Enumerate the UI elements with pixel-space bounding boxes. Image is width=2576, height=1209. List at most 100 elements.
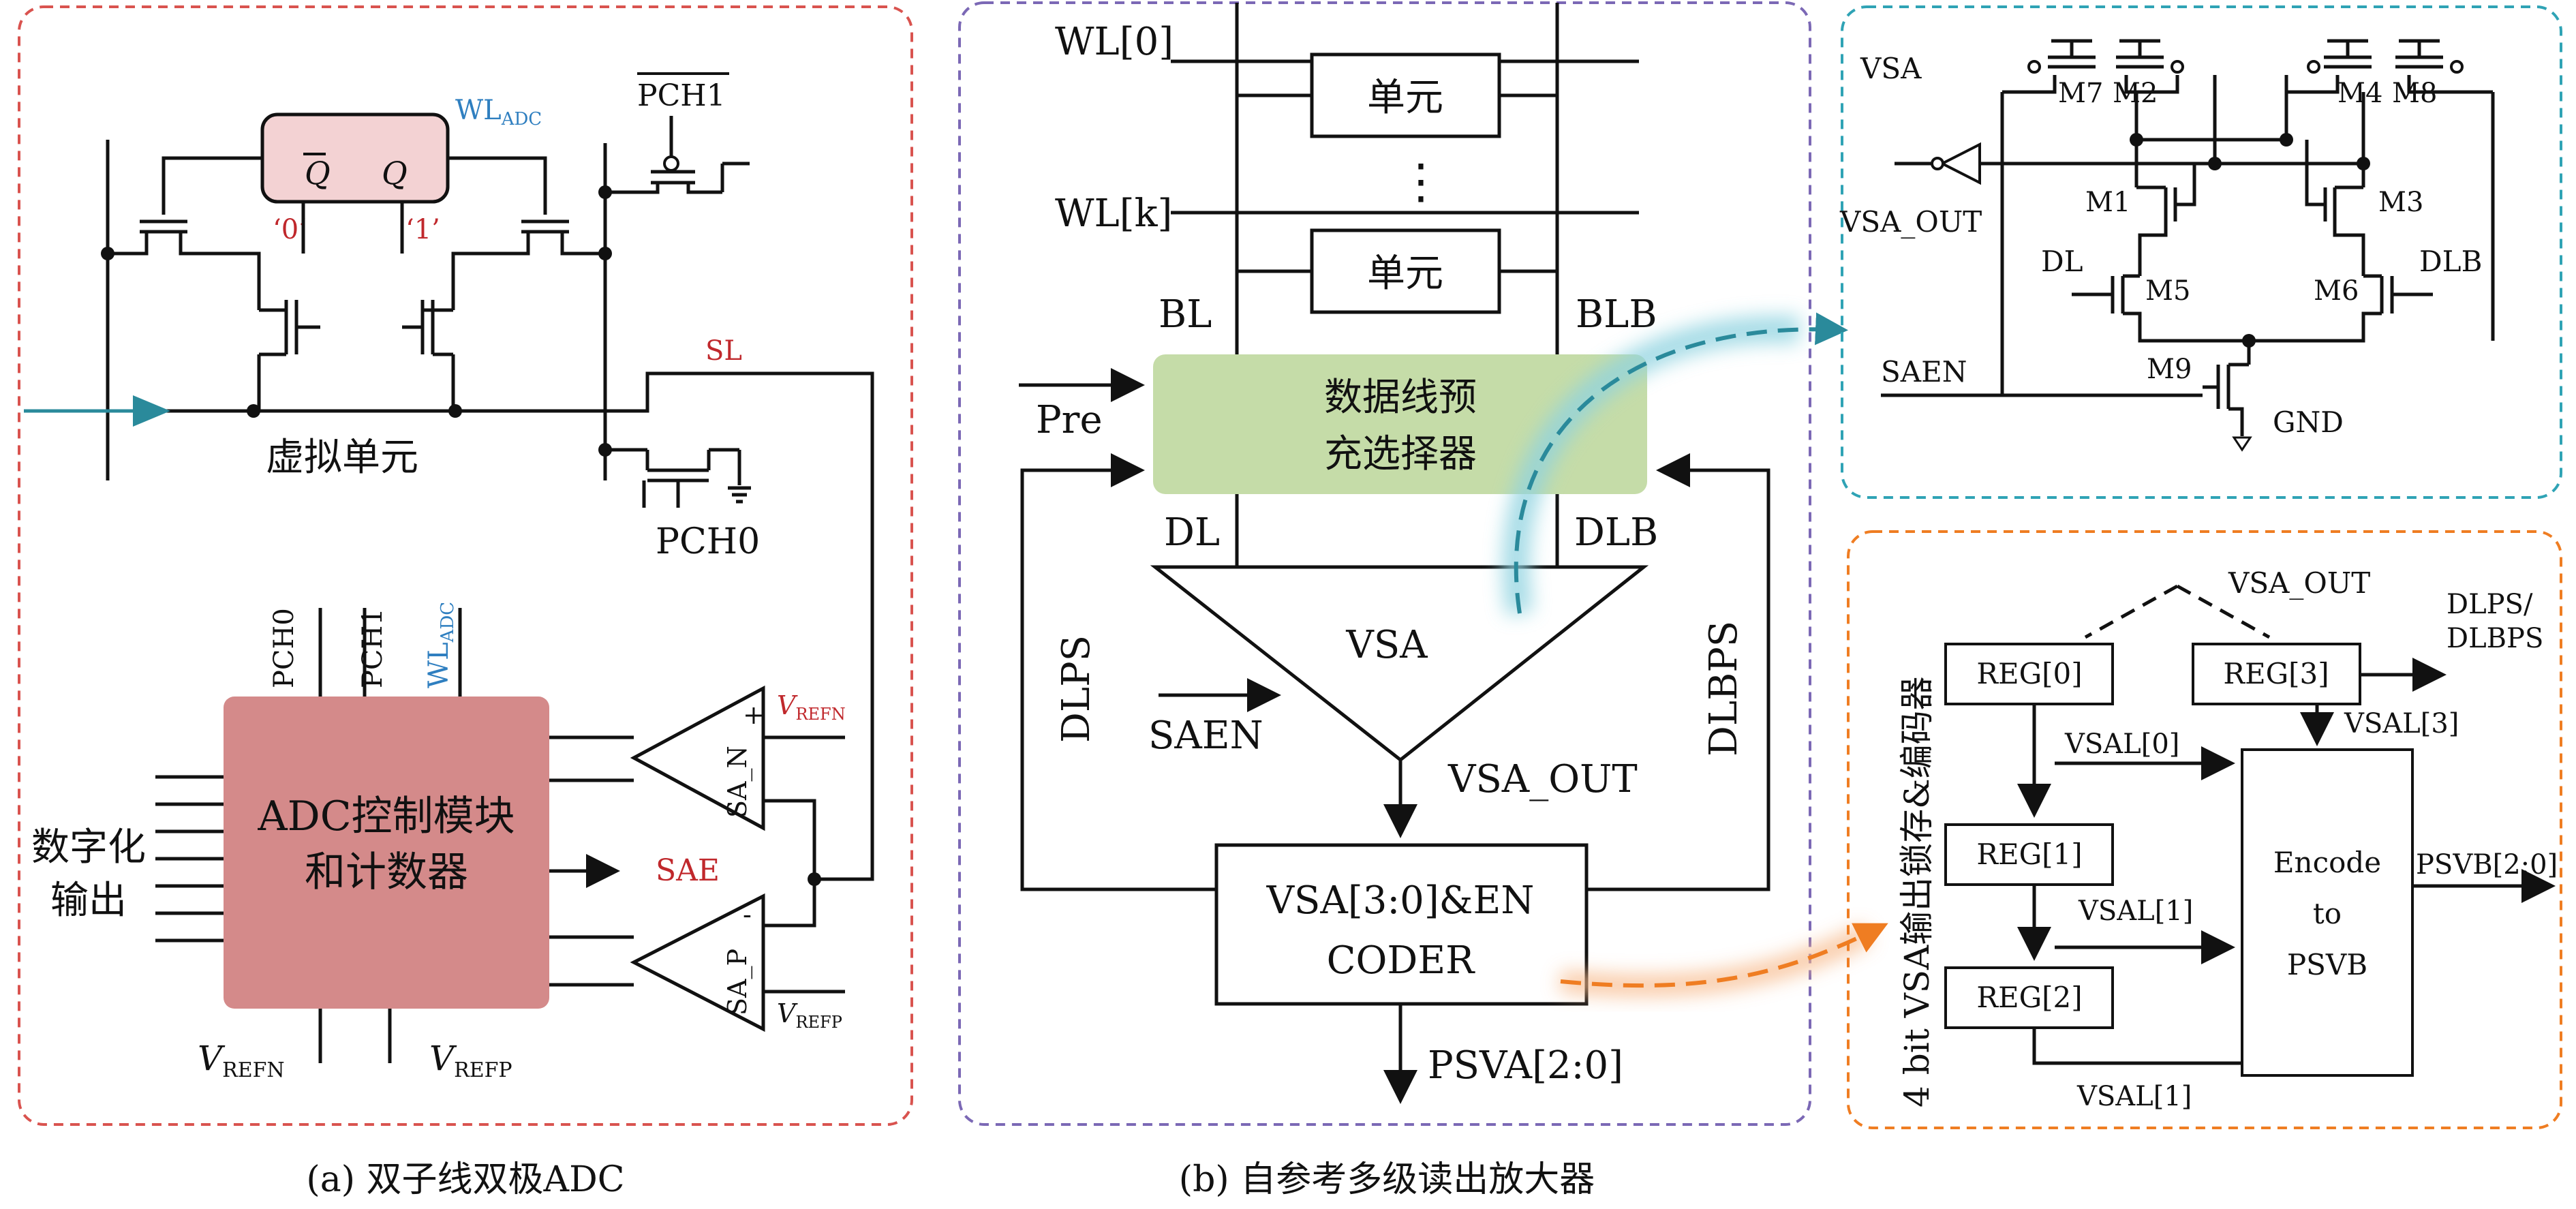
panel-b-border: [958, 1, 1811, 1126]
m9-label: M9: [2147, 354, 2192, 385]
reg0-label: REG[0]: [1976, 657, 2082, 690]
panel-d: 4 bit VSA输出锁存&编码器 VSA_OUT REG[0] REG[1] …: [1847, 530, 2562, 1129]
dl-label-c: DL: [2041, 245, 2083, 278]
input-arrow: [133, 395, 170, 427]
output-inverter: [1939, 142, 1981, 185]
vsa-detail-arrow: [1514, 312, 1848, 614]
psvb-label: PSVB[2:0]: [2416, 849, 2558, 881]
sa-n-plus: +: [743, 700, 765, 730]
v-refn-bottom: VREFN: [198, 1039, 285, 1082]
encoder-line2: CODER: [1327, 938, 1476, 983]
reg2: [1944, 966, 2114, 1029]
m6-label: M6: [2314, 275, 2359, 307]
dl-label: DL: [1164, 510, 1220, 555]
m3-label: M3: [2378, 187, 2423, 218]
encoder-detail-arrow: [1560, 923, 1888, 988]
vsa-label: VSA: [1345, 623, 1428, 667]
caption-b: (b) 自参考多级读出放大器: [1179, 1159, 1595, 1200]
psva-label: PSVA[2:0]: [1428, 1043, 1623, 1088]
sl-label: SL: [705, 335, 742, 367]
cell-bottom: [1310, 228, 1501, 314]
q-label: Q: [382, 155, 408, 192]
panel-c-border: [1841, 5, 2562, 499]
panel-c: VSA VSA_OUT DL DLB SAEN GND M: [1839, 5, 2562, 499]
pin-pch0: PCH0: [269, 608, 300, 688]
precharge-line1: 数据线预: [1324, 376, 1477, 420]
adc-control-block: [224, 697, 549, 1009]
cell-top-label: 单元: [1367, 76, 1443, 120]
reg1: [1944, 823, 2114, 886]
panel-d-title: 4 bit VSA输出锁存&编码器: [1897, 676, 1937, 1107]
pre-label: Pre: [1036, 398, 1103, 442]
vsa-out-fork: [2084, 584, 2271, 639]
v-refn-right: VREFN: [777, 690, 846, 724]
vsa-out-label-c: VSA_OUT: [1839, 205, 1982, 239]
dlb-label: DLB: [1574, 510, 1658, 555]
v-refp-bottom: VREFP: [429, 1039, 512, 1082]
pin-pch1: PCH1: [357, 608, 388, 688]
sae-label: SAE: [656, 853, 720, 888]
m7-label: M7: [2058, 78, 2103, 109]
encode-line1: Encode: [2273, 846, 2381, 879]
gnd-label-c: GND: [2273, 405, 2344, 439]
wl-adc-label: WLADC: [455, 95, 542, 129]
precharge-line2: 充选择器: [1324, 432, 1477, 476]
dlb-label-c: DLB: [2419, 245, 2482, 278]
adc-block-line2: 和计数器: [305, 848, 468, 896]
cell-bottom-label: 单元: [1367, 251, 1443, 296]
saen-label-c: SAEN: [1881, 355, 1967, 388]
digital-out-line1: 数字化: [31, 825, 146, 870]
v-refp-right: VREFP: [777, 998, 842, 1032]
encode-line3: PSVB: [2287, 948, 2367, 981]
m1-label: M1: [2085, 187, 2130, 218]
m4-label: M4: [2337, 78, 2382, 109]
panel-b: WL[0] WL[k] 单元 ⋮ 单元 BL BLB 数据线预 充选择器 Pre…: [958, 1, 1811, 1126]
vsal1-label: VSAL[1]: [2078, 896, 2193, 927]
panel-a-border: [18, 5, 913, 1126]
one-label: ‘1’: [405, 214, 440, 245]
vsa-out-label-d: VSA_OUT: [2228, 566, 2370, 600]
vsa-encoder: [1214, 843, 1589, 1006]
panel-d-border: [1847, 530, 2562, 1129]
vsa-out-label: VSA_OUT: [1447, 757, 1638, 801]
m5-label: M5: [2145, 275, 2190, 307]
caption-a: (a) 双子线双极ADC: [306, 1159, 624, 1200]
zero-label: ‘0’: [273, 214, 307, 245]
cell-dots: ⋮: [1397, 153, 1445, 209]
saen-label: SAEN: [1148, 714, 1263, 758]
dlps-label: DLPS: [1054, 635, 1099, 743]
pch1-label: PCH1: [637, 78, 726, 113]
vsal0-label: VSAL[0]: [2064, 729, 2179, 760]
wl0-label: WL[0]: [1055, 20, 1174, 64]
blb-label: BLB: [1576, 292, 1657, 337]
sa-p-minus: -: [743, 900, 752, 930]
sa-n-label: SA_N: [722, 746, 753, 818]
pch0-label: PCH0: [656, 521, 760, 562]
dlps-out-line1: DLPS/: [2447, 589, 2533, 620]
vsa-amplifier: [1150, 565, 1649, 763]
m8-label: M8: [2392, 78, 2437, 109]
reg2-label: REG[2]: [1976, 981, 2082, 1014]
pin-wl-adc: WLADC: [423, 602, 458, 688]
adc-block-line1: ADC控制模块: [257, 793, 515, 840]
reg0: [1944, 643, 2114, 705]
bl-label: BL: [1159, 292, 1212, 337]
dummy-cell-label: 虚拟单元: [266, 435, 418, 480]
vsal3-label: VSAL[3]: [2344, 708, 2459, 739]
reg3-label: REG[3]: [2223, 657, 2329, 690]
encode-to-psvb: [2241, 748, 2414, 1077]
vsa-label-c: VSA: [1860, 52, 1922, 85]
dummy-cell-latch: [260, 112, 450, 204]
vsal1-bottom-label: VSAL[1]: [2076, 1081, 2192, 1112]
wlk-label: WL[k]: [1055, 192, 1172, 236]
sa-p-comparator: [630, 893, 765, 1032]
dlps-out-line2: DLBPS: [2447, 623, 2543, 654]
dlbps-label: DLBPS: [1702, 621, 1746, 756]
sa-n-comparator: [630, 685, 765, 831]
panel-a: Q Q WLADC ‘0’ ‘1’: [18, 5, 913, 1126]
encode-line2: to: [2313, 897, 2342, 930]
encoder-line1: VSA[3:0]&EN: [1266, 878, 1535, 923]
q-bar-label: Q: [305, 155, 331, 192]
reg1-label: REG[1]: [1976, 838, 2082, 871]
